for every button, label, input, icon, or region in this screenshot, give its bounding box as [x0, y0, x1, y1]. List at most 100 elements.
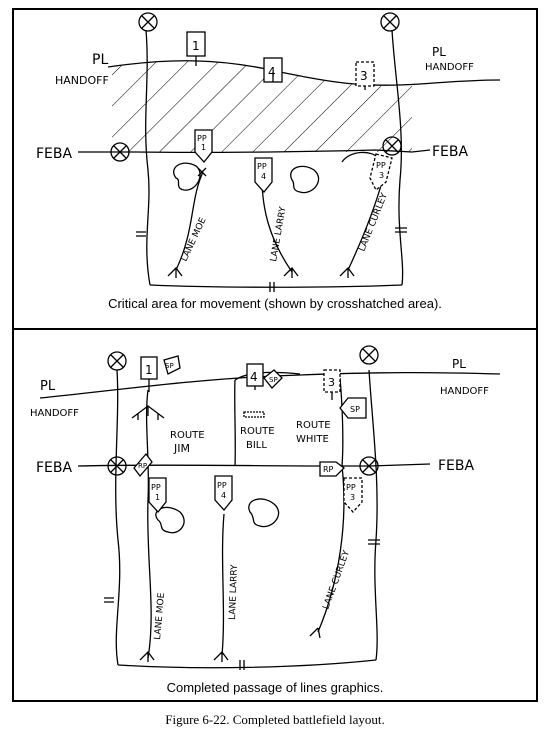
top-pl-right-label: PL — [432, 45, 446, 59]
pl-handoff-line — [107, 60, 501, 86]
bottom-pl-right-label: PL — [452, 357, 466, 371]
bottom-unit-1-label: 1 — [145, 363, 153, 377]
top-pp1-label-b: 1 — [201, 143, 206, 152]
bottom-pl-label: PL — [40, 379, 56, 394]
sp-marker-4 — [263, 369, 283, 389]
top-unit-1-label: 1 — [192, 39, 200, 53]
boundary-tick — [136, 231, 146, 237]
contact-point-icon — [359, 456, 379, 476]
pp1-marker — [148, 477, 167, 514]
sp-marker-3 — [339, 397, 367, 419]
bottom-sp4-label: SP — [269, 376, 278, 384]
bottom-sp1-label: SP — [165, 362, 174, 370]
left-boundary — [115, 369, 121, 666]
bottom-rp1-label: RP — [138, 462, 147, 470]
obstacle-icon — [131, 405, 165, 420]
top-pl-label: PL — [92, 52, 108, 68]
pp3-marker — [369, 153, 393, 192]
lane-end-fork — [139, 651, 155, 662]
bottom-panel — [39, 345, 501, 670]
pp4-marker — [254, 157, 273, 194]
critical-area-crosshatch — [112, 60, 412, 153]
lane-curley-path — [347, 181, 383, 271]
lane-end-fork — [309, 627, 321, 639]
top-feba-left-label: FEBA — [36, 146, 73, 162]
figure-frame — [12, 8, 538, 702]
top-panel-caption: Critical area for movement (shown by cro… — [108, 296, 442, 311]
contact-point-icon — [107, 456, 127, 476]
bottom-panel-labels: PL HANDOFF PL HANDOFF FEBA FEBA 1 4 3 SP… — [30, 357, 489, 640]
figure-caption: Figure 6-22. Completed battlefield layou… — [165, 712, 385, 727]
lane-larry-path — [221, 513, 225, 656]
contact-point-icon — [107, 351, 127, 371]
top-unit-4-label: 4 — [268, 65, 276, 79]
top-pp3-label-b: 3 — [379, 171, 384, 180]
feba-line — [78, 149, 431, 154]
lane-end-fork — [167, 267, 183, 278]
top-handoff-right-label: HANDOFF — [425, 62, 474, 73]
bottom-unit-3-label: 3 — [328, 376, 335, 389]
pp1-marker — [194, 129, 213, 164]
pl-handoff-line — [39, 371, 501, 399]
panel-divider — [12, 328, 538, 330]
bottom-sp3-label: SP — [350, 405, 360, 414]
lane-moe-path — [145, 389, 152, 659]
boundary-tick — [368, 539, 380, 545]
bottom-unit-4-label: 4 — [250, 370, 258, 384]
bottom-lane-curley-label: LANE CURLEY — [321, 549, 352, 611]
rp-marker-1 — [133, 452, 153, 478]
bottom-pp3-label-b: 3 — [350, 493, 355, 502]
bottom-feba-right-label: FEBA — [438, 458, 475, 474]
terrain-feature — [248, 498, 280, 528]
top-feba-right-label: FEBA — [432, 144, 469, 160]
bottom-pp4-label-b: 4 — [221, 491, 226, 500]
top-pp4-label-a: PP — [257, 162, 267, 171]
bottom-boundary — [149, 284, 403, 288]
boundary-tick — [104, 597, 114, 603]
top-pp3-label-a: PP — [376, 161, 386, 170]
bottom-feba-left-label: FEBA — [36, 460, 73, 476]
bottom-boundary — [117, 659, 377, 669]
contact-point-icon — [138, 12, 158, 32]
route-area-outline — [234, 379, 236, 467]
lane-start-cross — [197, 167, 207, 177]
top-handoff-label: HANDOFF — [55, 74, 109, 87]
right-boundary — [368, 369, 378, 661]
rp-marker-3 — [319, 461, 345, 477]
terrain-feature — [290, 165, 320, 194]
route-jim-label-b: JIM — [173, 442, 190, 455]
bottom-lane-moe-label: LANE MOE — [153, 592, 167, 640]
terrain-feature — [341, 151, 379, 163]
lane-moe-path — [175, 171, 204, 271]
top-unit-3-label: 3 — [360, 69, 368, 83]
bottom-lane-larry-label: LANE LARRY — [228, 564, 240, 620]
bottom-handoff-label: HANDOFF — [30, 408, 79, 419]
pp3-marker — [343, 477, 363, 513]
top-lane-curley-label: LANE CURLEY — [358, 191, 391, 253]
lane-end-fork — [213, 651, 229, 662]
bottom-handoff-right-label: HANDOFF — [440, 386, 489, 397]
lane-end-fork — [339, 267, 355, 278]
route-area-outline — [234, 371, 301, 381]
boundary-tick — [269, 282, 275, 292]
pp4-marker — [214, 475, 233, 512]
contact-point-icon — [110, 142, 130, 162]
right-boundary — [391, 29, 404, 286]
boundary-tick — [395, 227, 407, 233]
bottom-pp4-label-a: PP — [217, 481, 227, 490]
route-jim-label-a: ROUTE — [170, 430, 205, 441]
top-pp4-label-b: 4 — [261, 172, 266, 181]
bottom-pp1-label-b: 1 — [155, 493, 160, 502]
left-boundary — [145, 29, 151, 286]
route-white-label-b: WHITE — [296, 434, 329, 445]
bottom-pp1-label-a: PP — [151, 483, 161, 492]
contact-point-icon — [382, 136, 402, 156]
contact-point-icon — [359, 345, 379, 365]
bottom-rp3-label: RP — [323, 465, 334, 474]
lane-end-fork — [283, 267, 299, 278]
top-lane-moe-label: LANE MOE — [180, 216, 209, 263]
boundary-tick — [239, 660, 245, 670]
route-bill-label-a: ROUTE — [240, 426, 275, 437]
route-white-label-a: ROUTE — [296, 420, 331, 431]
